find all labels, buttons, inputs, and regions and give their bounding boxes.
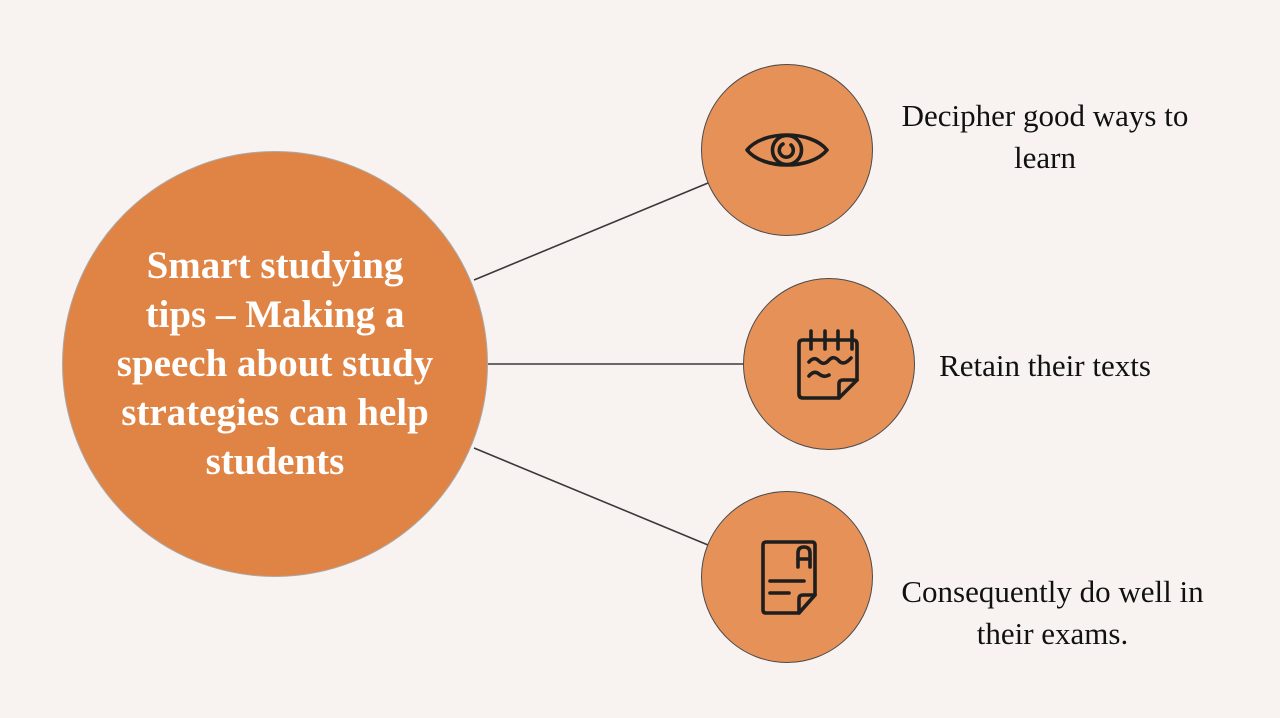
connector-line-3	[473, 447, 709, 546]
connector-line-1	[473, 182, 709, 281]
caption-decipher: Decipher good ways to learn	[901, 98, 1189, 175]
central-topic-label: Smart studying tips – Making a speech ab…	[116, 243, 434, 483]
eye-icon	[745, 133, 829, 167]
central-topic-circle: Smart studying tips – Making a speech ab…	[62, 151, 488, 577]
notepad-icon	[797, 329, 859, 400]
graded-document-icon	[761, 540, 817, 615]
node-exams	[701, 491, 873, 663]
caption-exams: Consequently do well in their exams.	[901, 574, 1204, 651]
caption-retain: Retain their texts	[939, 348, 1151, 383]
node-decipher	[701, 64, 873, 236]
node-retain	[743, 278, 915, 450]
